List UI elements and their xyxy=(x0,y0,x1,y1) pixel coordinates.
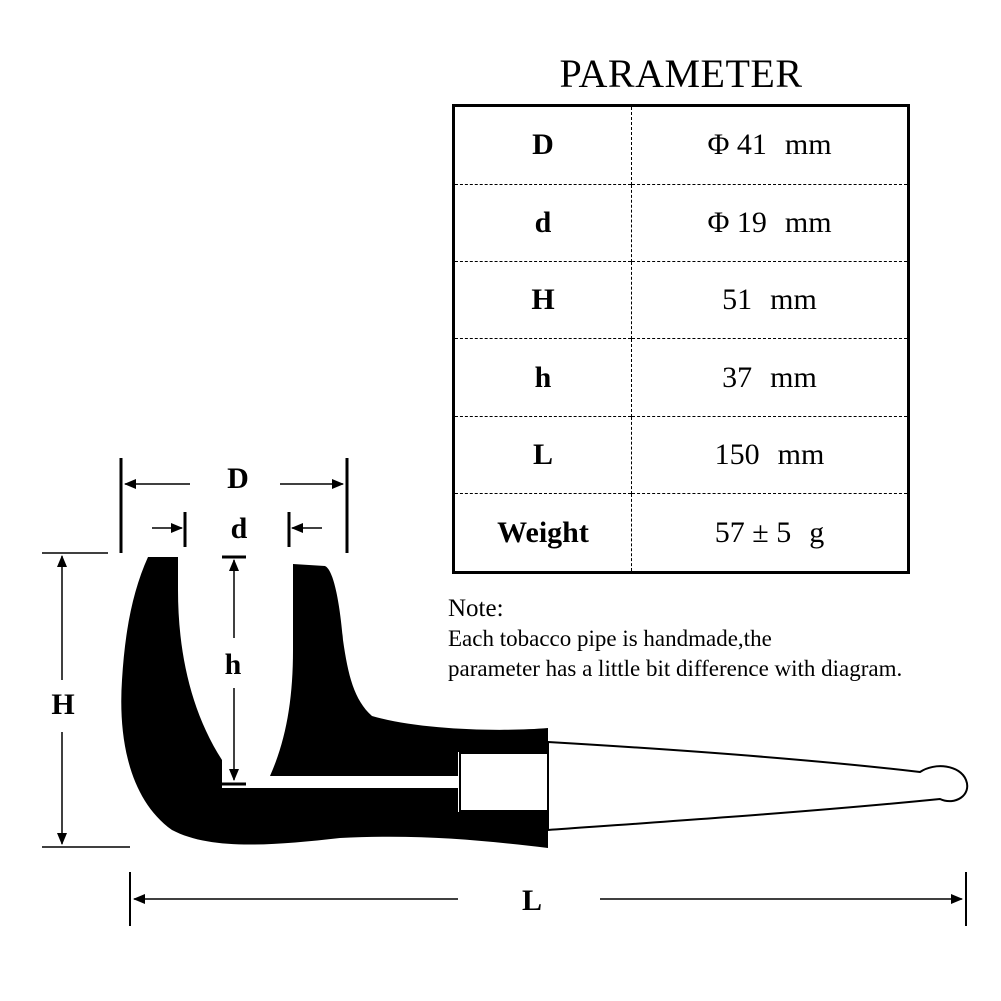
diameter-symbol: Φ xyxy=(707,128,730,162)
value-unit: mm xyxy=(784,128,832,162)
value-number: 41 xyxy=(736,128,767,162)
table-row: h 37 mm xyxy=(453,338,909,417)
parameter-title: PARAMETER xyxy=(559,51,803,96)
value-number: 150 xyxy=(714,438,760,472)
param-value: 51 mm xyxy=(631,260,909,339)
param-name: d xyxy=(453,183,632,262)
label-D: D xyxy=(227,462,249,495)
value-unit: mm xyxy=(777,438,825,472)
value-unit: g xyxy=(809,515,825,549)
value-unit: mm xyxy=(784,205,832,239)
label-d: d xyxy=(230,512,248,545)
pipe-mouthpiece-shape xyxy=(547,740,969,832)
note-line: parameter has a little bit difference wi… xyxy=(448,656,903,681)
label-h: h xyxy=(224,648,242,681)
param-name: L xyxy=(453,415,632,494)
value-unit: mm xyxy=(770,360,817,394)
label-L: L xyxy=(521,884,542,917)
param-value: 57 ± 5 g xyxy=(631,493,909,573)
note-block: Note: Each tobacco pipe is handmade,the … xyxy=(448,594,993,684)
value-unit: mm xyxy=(770,283,817,317)
table-row: Weight 57 ± 5 g xyxy=(453,493,909,573)
table-row: D Φ 41 mm xyxy=(453,105,909,185)
pipe-shank-shape xyxy=(270,564,548,776)
value-number: 19 xyxy=(736,205,767,239)
param-value: 37 mm xyxy=(631,338,909,417)
param-value: 150 mm xyxy=(631,415,909,494)
parameter-table: D Φ 41 mm d Φ 19 mm H 51 mm h xyxy=(452,104,910,574)
param-name: Weight xyxy=(453,493,632,573)
note-title: Note: xyxy=(448,595,504,622)
value-number: 57 ± 5 xyxy=(714,515,792,549)
param-value: Φ 41 mm xyxy=(632,106,909,185)
value-number: 37 xyxy=(722,360,753,394)
label-H: H xyxy=(51,688,75,721)
table-row: L 150 mm xyxy=(453,415,909,494)
table-row: H 51 mm xyxy=(453,260,909,339)
diameter-symbol: Φ xyxy=(707,205,730,239)
param-value: Φ 19 mm xyxy=(631,183,909,262)
value-number: 51 xyxy=(722,283,753,317)
param-name: h xyxy=(453,338,632,417)
pipe-bowl-shape xyxy=(121,557,548,848)
param-name: H xyxy=(453,260,632,339)
note-line: Each tobacco pipe is handmade,the xyxy=(448,626,772,651)
pipe-tenon-shape xyxy=(459,752,549,812)
table-row: d Φ 19 mm xyxy=(453,183,909,262)
param-name: D xyxy=(453,105,632,184)
